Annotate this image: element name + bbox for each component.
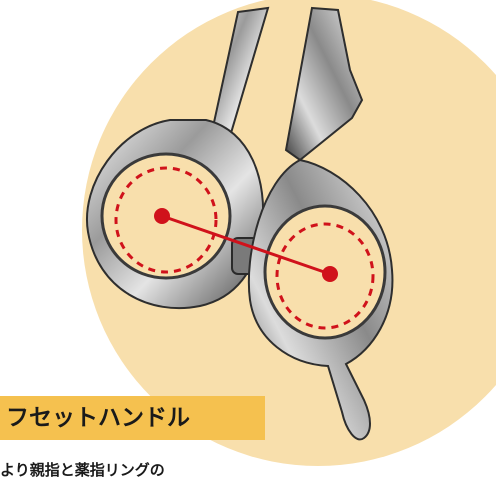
left-ring-center [154, 208, 170, 224]
caption-text: より親指と薬指リングの [0, 456, 300, 484]
right-ring-center [322, 266, 338, 282]
feature-label: フセットハンドル [0, 396, 265, 440]
